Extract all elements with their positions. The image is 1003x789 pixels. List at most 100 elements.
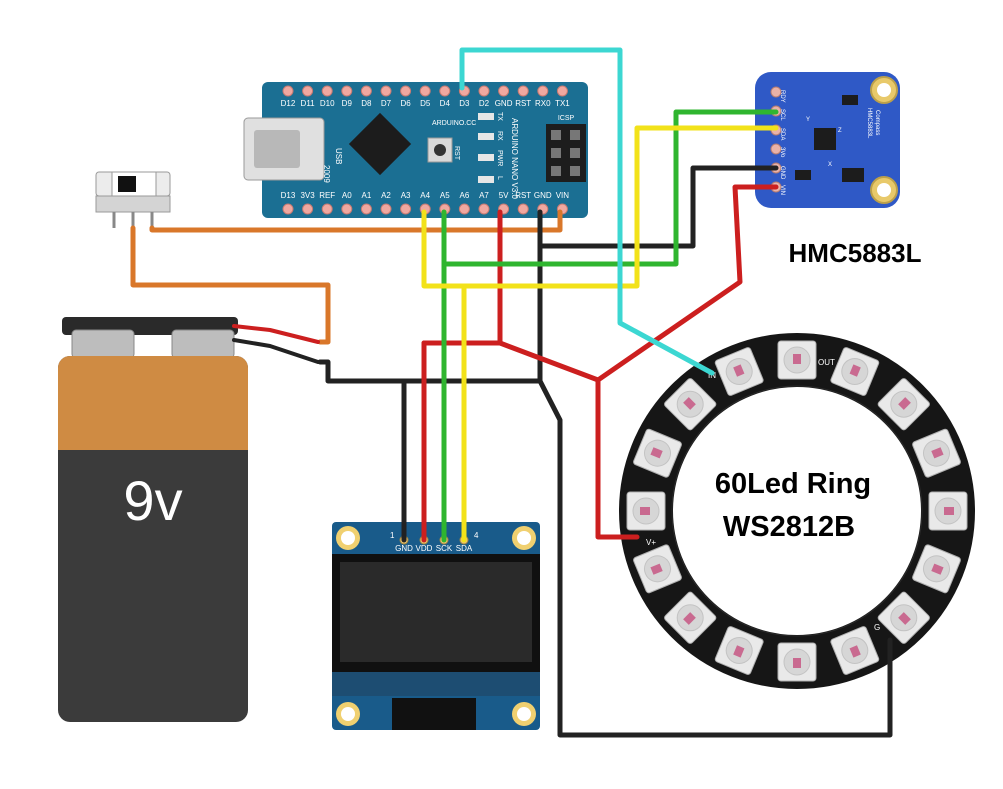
ring-led — [777, 642, 817, 682]
wire-cyan-data — [459, 47, 715, 376]
slide-switch[interactable] — [95, 171, 171, 228]
ring-led — [830, 347, 880, 396]
brand-label: ARDUINO.CC — [432, 120, 476, 127]
oled-pin1-label: 1 — [390, 531, 395, 540]
arduino-pin-label: A5 — [440, 191, 450, 200]
arduino-pin-rst — [517, 85, 529, 97]
wire-red-hmc-vin — [595, 184, 779, 383]
arduino-pin-3v3 — [302, 203, 314, 215]
hmc-pin-rdy — [770, 86, 782, 98]
arduino-pin-tx1 — [556, 85, 568, 97]
model-label: ARDUINO NANO V3.0 — [510, 118, 519, 199]
led-label-tx: TX — [496, 112, 503, 121]
arduino-pin-label: RST — [515, 191, 531, 200]
wire-black-hmc-gnd — [537, 165, 779, 249]
ring-out-label: OUT — [818, 358, 835, 367]
arduino-pin-label: A6 — [460, 191, 470, 200]
wires — [130, 47, 893, 738]
ring-led — [928, 491, 968, 531]
arduino-pin-label: 5V — [499, 191, 509, 200]
arduino-pin-label: RX0 — [535, 99, 551, 108]
oled-pin-label: SCK — [436, 544, 453, 553]
ring-led — [714, 347, 764, 396]
arduino-pin-label: A3 — [401, 191, 411, 200]
ring-leds — [626, 340, 968, 682]
reset-label: RST — [453, 146, 460, 161]
arduino-pin-d2 — [478, 85, 490, 97]
hmc-chip-label: HMC5883L — [866, 108, 872, 139]
hmc-pin-label: SDA — [779, 128, 785, 140]
wire-orange-vin — [149, 209, 563, 233]
oled-pin-label: GND — [395, 544, 413, 553]
axis-z-label: Z — [838, 128, 842, 134]
wire-battery-black — [232, 338, 320, 364]
arduino-pin-label: D5 — [420, 99, 431, 108]
ring-led — [633, 544, 682, 594]
ring-led — [664, 378, 717, 431]
arduino-pin-label: D7 — [381, 99, 392, 108]
ring-in-label: IN — [708, 371, 716, 380]
wire-orange-battery — [130, 225, 331, 345]
wire-red-5v — [497, 209, 640, 540]
hmc-pin-label: SCL — [779, 109, 785, 121]
year-label: 2009 — [322, 165, 331, 183]
battery-terminal-positive — [171, 329, 235, 359]
arduino-pin-d6 — [400, 85, 412, 97]
arduino-pin-label: D9 — [342, 99, 353, 108]
oled-screen — [340, 562, 532, 662]
ring-led — [633, 428, 682, 478]
arduino-pin-label: A2 — [381, 191, 391, 200]
oled-ribbon — [392, 698, 476, 730]
arduino-pin-a6 — [458, 203, 470, 215]
hmc-pin-label: 3Vo — [779, 147, 785, 158]
switch-knob[interactable] — [118, 176, 136, 192]
wire-yellow-sda-hmc — [461, 125, 779, 289]
arduino-board — [262, 82, 588, 218]
arduino-pin-label: 3V3 — [300, 191, 315, 200]
ring-vcc-label: V+ — [646, 538, 656, 547]
arduino-pin-d5 — [419, 85, 431, 97]
arduino-pin-label: D3 — [459, 99, 470, 108]
oled-pin4-label: 4 — [474, 531, 479, 540]
arduino-pin-label: A4 — [420, 191, 430, 200]
arduino-pin-a2 — [380, 203, 392, 215]
battery-band — [58, 356, 248, 450]
arduino-pin-label: GND — [534, 191, 552, 200]
arduino-pin-d10 — [321, 85, 333, 97]
arduino-pin-d8 — [360, 85, 372, 97]
arduino-pin-label: D12 — [281, 99, 296, 108]
arduino-pin-a1 — [360, 203, 372, 215]
arduino-pin-label: A0 — [342, 191, 352, 200]
ring-led — [830, 626, 880, 675]
usb-label: USB — [334, 148, 343, 164]
hmc-pin-label: VIN — [779, 185, 785, 195]
wire-black-ring-gnd — [537, 378, 893, 738]
arduino-pin-label: D6 — [400, 99, 411, 108]
hmc5883l-board: HMC5883L Compass X Y Z RDYSCLSDA3VoGNDVI… — [755, 72, 900, 208]
ring-led — [912, 544, 961, 594]
arduino-pin-label: VIN — [556, 191, 570, 200]
arduino-pin-a7 — [478, 203, 490, 215]
led-ring: 60Led Ring WS2812B IN OUT V+ G — [619, 333, 975, 689]
arduino-pin-label: TX1 — [555, 99, 570, 108]
arduino-pin-label: GND — [495, 99, 513, 108]
led-rx — [478, 133, 494, 140]
arduino-pin-label: A1 — [362, 191, 372, 200]
arduino-pin-label: D8 — [361, 99, 372, 108]
axis-x-label: X — [828, 162, 832, 168]
arduino-pin-label: REF — [319, 191, 335, 200]
hmc-title: HMC5883L — [789, 238, 922, 268]
arduino-pin-label: A7 — [479, 191, 489, 200]
led-pwr — [478, 154, 494, 161]
arduino-pin-rst — [517, 203, 529, 215]
hmc-pin-label: GND — [779, 166, 785, 180]
arduino-pin-a3 — [400, 203, 412, 215]
ring-led — [664, 591, 717, 644]
ring-led — [777, 340, 817, 380]
mcu-chip — [348, 112, 412, 176]
arduino-pin-d13 — [282, 203, 294, 215]
axis-y-label: Y — [806, 117, 810, 123]
arduino-pin-label: D13 — [281, 191, 296, 200]
ring-led — [877, 378, 930, 431]
